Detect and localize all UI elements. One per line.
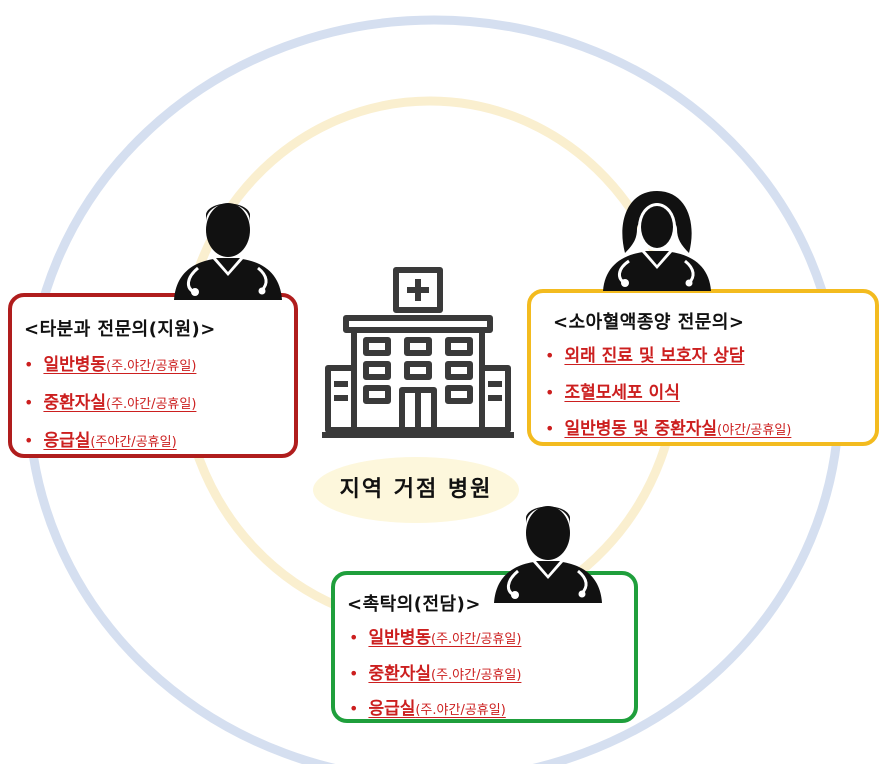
list-item: • 응급실 (주.야간/공휴일) <box>349 694 506 719</box>
list-item: • 일반병동 (주.야간/공휴일) <box>24 350 196 375</box>
list-item: • 중환자실 (주.야간/공휴일) <box>349 659 521 684</box>
item-main-label: 일반병동 <box>368 628 431 648</box>
bullet: • <box>349 664 359 683</box>
item-main-label: 외래 진료 및 보호자 상담 <box>564 346 745 366</box>
dedicated-contract-title: <촉탁의(전담)> <box>347 594 481 615</box>
hospital-label-bg <box>313 457 519 523</box>
list-item: • 일반병동 (주.야간/공휴일) <box>349 623 521 648</box>
item-main-label: 일반병동 <box>43 355 106 375</box>
item-main-label: 응급실 <box>43 431 91 451</box>
list-item: • 조혈모세포 이식 <box>545 378 680 403</box>
male-doctor-icon <box>174 203 282 300</box>
bullet: • <box>24 355 34 374</box>
other-specialists-box: <타분과 전문의(지원)> • 일반병동 (주.야간/공휴일) • 중환자실 (… <box>8 293 298 458</box>
list-item: • 일반병동 및 중환자실 (야간/공휴일) <box>545 414 791 439</box>
bullet: • <box>24 431 34 450</box>
item-sub-label: (주.야간/공휴일) <box>106 359 197 374</box>
item-sub-label: (주.야간/공휴일) <box>106 397 197 412</box>
item-sub-label: (주.야간/공휴일) <box>431 668 522 683</box>
other-specialists-title: <타분과 전문의(지원)> <box>24 319 216 340</box>
bullet: • <box>545 383 555 402</box>
item-main-label: 조혈모세포 이식 <box>564 383 680 403</box>
list-item: • 외래 진료 및 보호자 상담 <box>545 341 745 366</box>
pediatric-oncology-box: <소아혈액종양 전문의> • 외래 진료 및 보호자 상담 • 조혈모세포 이식… <box>527 289 879 446</box>
pediatric-oncology-title: <소아혈액종양 전문의> <box>553 312 745 333</box>
hospital-label: 지역 거점 병원 <box>313 457 519 523</box>
female-doctor-icon <box>603 191 711 291</box>
item-main-label: 일반병동 및 중환자실 <box>564 419 718 439</box>
item-main-label: 응급실 <box>368 699 416 719</box>
item-main-label: 중환자실 <box>43 393 106 413</box>
item-main-label: 중환자실 <box>368 664 431 684</box>
bullet: • <box>545 346 555 365</box>
bullet: • <box>349 628 359 647</box>
hospital-label-text: 지역 거점 병원 <box>339 477 493 502</box>
item-sub-label: (야간/공휴일) <box>717 423 792 438</box>
hospital-icon <box>322 267 514 438</box>
item-sub-label: (주.야간/공휴일) <box>431 632 522 647</box>
male-doctor-icon <box>494 506 602 603</box>
item-sub-label: (주.야간/공휴일) <box>415 703 506 718</box>
list-item: • 중환자실 (주.야간/공휴일) <box>24 388 196 413</box>
item-sub-label: (주야간/공휴일) <box>90 435 177 450</box>
bullet: • <box>349 699 359 718</box>
bullet: • <box>24 393 34 412</box>
list-item: • 응급실 (주야간/공휴일) <box>24 426 177 451</box>
bullet: • <box>545 419 555 438</box>
